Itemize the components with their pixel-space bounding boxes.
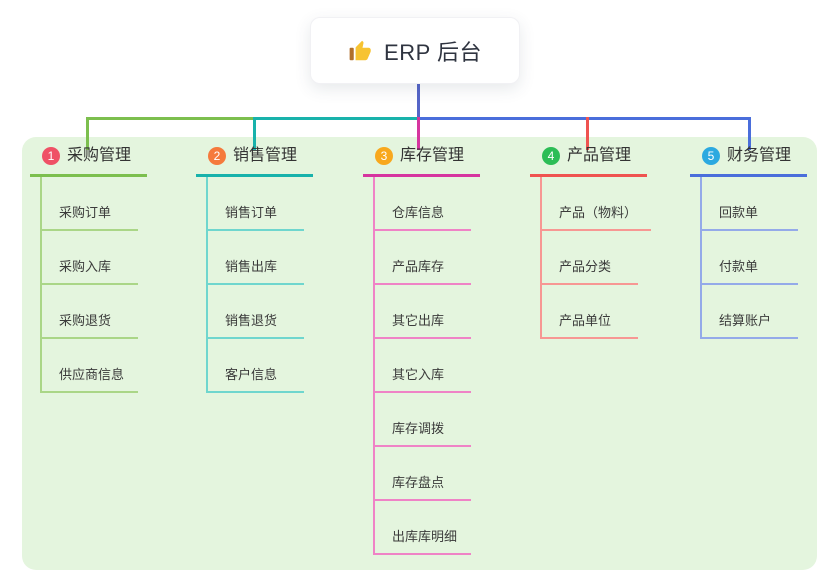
root-node[interactable]: ERP 后台 [310, 17, 520, 84]
branch-header-finance[interactable]: 5 财务管理 [690, 145, 807, 177]
branch-finance: 5 财务管理 回款单付款单结算账户 [690, 145, 807, 339]
branch-label: 采购管理 [67, 147, 132, 164]
child-item-label: 产品（物料） [559, 205, 638, 220]
child-item-label: 回款单 [719, 205, 759, 220]
child-item[interactable]: 销售退货 [208, 285, 304, 339]
child-item-label: 采购订单 [59, 205, 112, 220]
child-item-label: 采购退货 [59, 313, 112, 328]
connector-drop-sales [253, 117, 256, 150]
root-connector-line [417, 84, 420, 118]
child-item[interactable]: 其它入库 [375, 339, 471, 393]
child-item-label: 出库库明细 [392, 529, 458, 544]
branch-inventory: 3 库存管理 仓库信息产品库存其它出库其它入库库存调拨库存盘点出库库明细 [363, 145, 480, 555]
mindmap-panel [22, 137, 817, 570]
connector-drop-inventory [417, 117, 420, 150]
branch-purchase: 1 采购管理 采购订单采购入库采购退货供应商信息 [30, 145, 147, 393]
child-item-label: 产品分类 [559, 259, 612, 274]
child-item-label: 结算账户 [719, 313, 772, 328]
child-item[interactable]: 产品分类 [542, 231, 638, 285]
child-item-label: 销售订单 [225, 205, 278, 220]
child-item-label: 库存调拨 [392, 421, 445, 436]
child-item[interactable]: 产品（物料） [542, 177, 652, 231]
root-title: ERP 后台 [384, 39, 482, 65]
child-item[interactable]: 供应商信息 [42, 339, 139, 393]
connector-drop-purchase [86, 117, 89, 150]
child-item[interactable]: 销售出库 [208, 231, 304, 285]
connector-drop-product [586, 117, 589, 150]
branch-number-badge: 3 [375, 147, 393, 165]
branch-header-sales[interactable]: 2 销售管理 [196, 145, 313, 177]
child-item[interactable]: 库存调拨 [375, 393, 471, 447]
branch-sales: 2 销售管理 销售订单销售出库销售退货客户信息 [196, 145, 313, 393]
branch-number-badge: 2 [208, 147, 226, 165]
connector-drop-finance [748, 117, 751, 150]
connector-line-finance [418, 117, 750, 120]
child-item-label: 供应商信息 [59, 367, 125, 382]
branch-number-badge: 5 [702, 147, 720, 165]
child-item[interactable]: 库存盘点 [375, 447, 471, 501]
branch-children: 仓库信息产品库存其它出库其它入库库存调拨库存盘点出库库明细 [373, 177, 480, 555]
branch-label: 库存管理 [400, 147, 465, 164]
child-item[interactable]: 销售订单 [208, 177, 304, 231]
child-item[interactable]: 付款单 [702, 231, 798, 285]
child-item-label: 仓库信息 [392, 205, 445, 220]
branch-label: 产品管理 [567, 147, 632, 164]
branch-header-purchase[interactable]: 1 采购管理 [30, 145, 147, 177]
child-item[interactable]: 采购退货 [42, 285, 138, 339]
child-item[interactable]: 产品库存 [375, 231, 471, 285]
child-item[interactable]: 其它出库 [375, 285, 471, 339]
child-item-label: 其它出库 [392, 313, 445, 328]
child-item-label: 产品库存 [392, 259, 445, 274]
child-item-label: 销售出库 [225, 259, 278, 274]
child-item-label: 付款单 [719, 259, 759, 274]
thumbs-up-icon [349, 40, 371, 60]
child-item[interactable]: 结算账户 [702, 285, 798, 339]
child-item-label: 客户信息 [225, 367, 278, 382]
branch-number-badge: 1 [42, 147, 60, 165]
branch-label: 财务管理 [727, 147, 792, 164]
child-item-label: 采购入库 [59, 259, 112, 274]
branch-children: 回款单付款单结算账户 [700, 177, 807, 339]
child-item[interactable]: 出库库明细 [375, 501, 472, 555]
branch-header-product[interactable]: 4 产品管理 [530, 145, 647, 177]
child-item[interactable]: 采购入库 [42, 231, 138, 285]
connector-line-purchase [86, 117, 255, 120]
branch-number-badge: 4 [542, 147, 560, 165]
connector-line-sales [255, 117, 418, 120]
branch-children: 采购订单采购入库采购退货供应商信息 [40, 177, 147, 393]
child-item-label: 销售退货 [225, 313, 278, 328]
child-item-label: 产品单位 [559, 313, 612, 328]
branch-header-inventory[interactable]: 3 库存管理 [363, 145, 480, 177]
child-item[interactable]: 仓库信息 [375, 177, 471, 231]
branch-product: 4 产品管理 产品（物料） 产品分类产品单位 [530, 145, 652, 339]
child-item-label: 库存盘点 [392, 475, 445, 490]
branch-children: 产品（物料） 产品分类产品单位 [540, 177, 652, 339]
branch-children: 销售订单销售出库销售退货客户信息 [206, 177, 313, 393]
child-item[interactable]: 产品单位 [542, 285, 638, 339]
child-item[interactable]: 采购订单 [42, 177, 138, 231]
child-item-label: 其它入库 [392, 367, 445, 382]
child-item[interactable]: 客户信息 [208, 339, 304, 393]
branch-label: 销售管理 [233, 147, 298, 164]
child-item[interactable]: 回款单 [702, 177, 798, 231]
